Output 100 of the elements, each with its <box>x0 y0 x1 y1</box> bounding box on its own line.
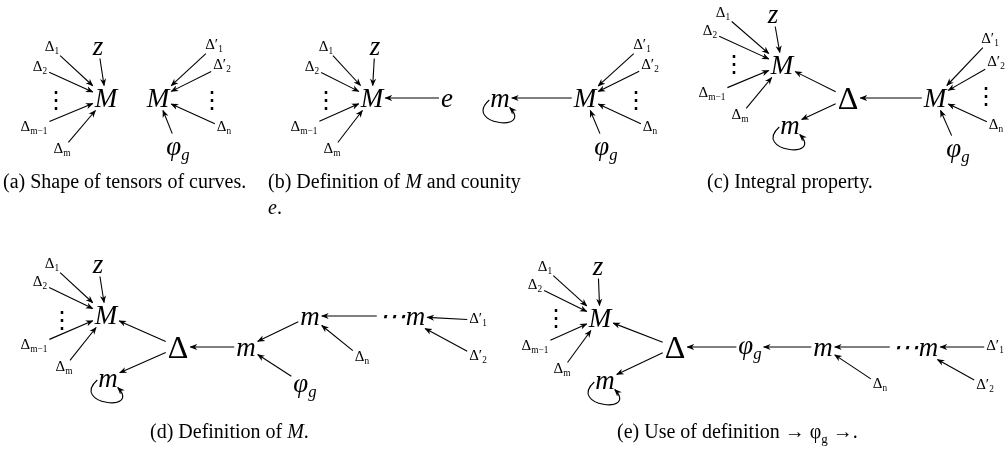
loop-arrow <box>482 99 517 124</box>
arrow <box>99 275 106 304</box>
math-term: ⋯m <box>378 302 426 330</box>
math-term: M <box>573 84 597 112</box>
arrow <box>745 76 773 109</box>
arrow <box>597 103 642 125</box>
arrow <box>511 94 573 102</box>
loop-arrow <box>587 381 622 406</box>
arrow <box>612 322 664 343</box>
arrow <box>321 324 354 352</box>
math-term: Δ$_{m}$ <box>53 141 71 159</box>
math-term: m <box>595 366 615 394</box>
math-term: m <box>490 84 510 112</box>
arrow <box>718 35 770 60</box>
arrow <box>801 103 837 121</box>
arrow <box>426 314 468 321</box>
math-term: Δ$_{n}$ <box>872 376 888 394</box>
vertical-ellipsis: ⋮ <box>314 88 338 112</box>
arrow <box>48 320 94 340</box>
arrow <box>947 103 988 123</box>
math-term: Δ′$_{1}$ <box>633 37 651 55</box>
math-term: Δ$_{m}$ <box>731 107 749 125</box>
math-term: M <box>360 84 384 112</box>
vertical-ellipsis: ⋮ <box>50 308 74 332</box>
math-term: Δ$_{1}$ <box>44 39 60 57</box>
math-term: Δ$_{n}$ <box>354 349 370 367</box>
math-term: Δ$_{m−1}$ <box>290 119 318 137</box>
math-term: m <box>300 302 320 330</box>
arrow <box>686 343 737 351</box>
arrow <box>59 272 94 304</box>
vertical-ellipsis: ⋮ <box>722 52 746 76</box>
math-term: Δ$_{m}$ <box>55 359 73 377</box>
arrow <box>170 53 207 87</box>
math-term: Δ$_{2}$ <box>527 277 543 295</box>
math-term: z <box>92 32 104 60</box>
math-term: m <box>98 364 118 392</box>
vertical-ellipsis: ⋮ <box>44 88 68 112</box>
arrow <box>947 68 986 91</box>
math-term: Δ$_{m}$ <box>323 141 341 159</box>
arrow <box>337 109 363 143</box>
loop-arrow <box>90 379 125 404</box>
math-term: Δ$_{2}$ <box>702 23 718 41</box>
math-term: Δ′$_{1}$ <box>986 338 1004 356</box>
math-term: Δ <box>167 331 189 363</box>
math-term: Δ$_{m−1}$ <box>521 338 549 356</box>
arrow <box>257 354 292 377</box>
arrow <box>589 109 601 135</box>
figure-caption: (a) Shape of tensors of curves. <box>3 169 248 194</box>
arrow <box>597 53 635 87</box>
math-term: M <box>770 51 794 79</box>
math-term: Δ$_{n}$ <box>216 119 232 137</box>
math-term: Δ$_{n}$ <box>988 117 1004 135</box>
arrow <box>936 358 975 381</box>
arrow <box>321 312 378 320</box>
arrow <box>946 47 984 87</box>
math-term: φ$_{g}$ <box>738 331 762 363</box>
arrow <box>118 320 167 343</box>
math-term: e <box>441 84 453 112</box>
math-term: Δ′$_{1}$ <box>469 311 487 329</box>
math-term: ⋯m <box>891 333 939 361</box>
arrow <box>59 55 94 87</box>
math-term: M <box>588 304 612 332</box>
math-term: Δ$_{m}$ <box>553 361 571 379</box>
arrow <box>48 102 94 123</box>
math-term: Δ$_{1}$ <box>318 39 334 57</box>
vertical-ellipsis: ⋮ <box>544 306 568 330</box>
arrow <box>549 323 588 341</box>
arrow <box>48 286 94 310</box>
arrow <box>189 343 235 351</box>
math-term: z <box>592 252 604 280</box>
arrow <box>566 329 592 363</box>
arrow <box>48 71 94 93</box>
figure-caption: (c) Integral property. <box>707 169 874 194</box>
arrow <box>67 109 96 143</box>
vertical-ellipsis: ⋮ <box>974 84 998 108</box>
math-term: Δ <box>664 331 686 363</box>
math-term: Δ$_{m−1}$ <box>20 119 48 137</box>
arrow <box>320 72 360 92</box>
math-term: φ$_{g}$ <box>166 132 190 164</box>
math-term: z <box>92 250 104 278</box>
math-term: Δ′$_{2}$ <box>976 377 994 395</box>
math-term: M <box>923 84 947 112</box>
math-term: Δ′$_{2}$ <box>213 57 231 75</box>
math-term: φ$_{g}$ <box>293 369 317 401</box>
arrow <box>834 354 872 380</box>
math-term: Δ$_{1}$ <box>44 256 60 274</box>
arrow <box>162 109 173 135</box>
math-term: M <box>94 301 118 329</box>
arrow <box>170 70 212 92</box>
arrow <box>543 289 588 313</box>
arrow <box>257 321 299 342</box>
arrow <box>616 352 664 375</box>
math-term: Δ$_{1}$ <box>715 5 731 23</box>
math-term: Δ$_{m−1}$ <box>698 85 726 103</box>
math-term: m <box>236 333 256 361</box>
math-term: Δ′$_{2}$ <box>469 348 487 366</box>
math-term: Δ$_{2}$ <box>304 59 320 77</box>
math-term: Δ′$_{1}$ <box>981 31 999 49</box>
arrow <box>370 57 377 87</box>
arrow <box>69 326 97 361</box>
